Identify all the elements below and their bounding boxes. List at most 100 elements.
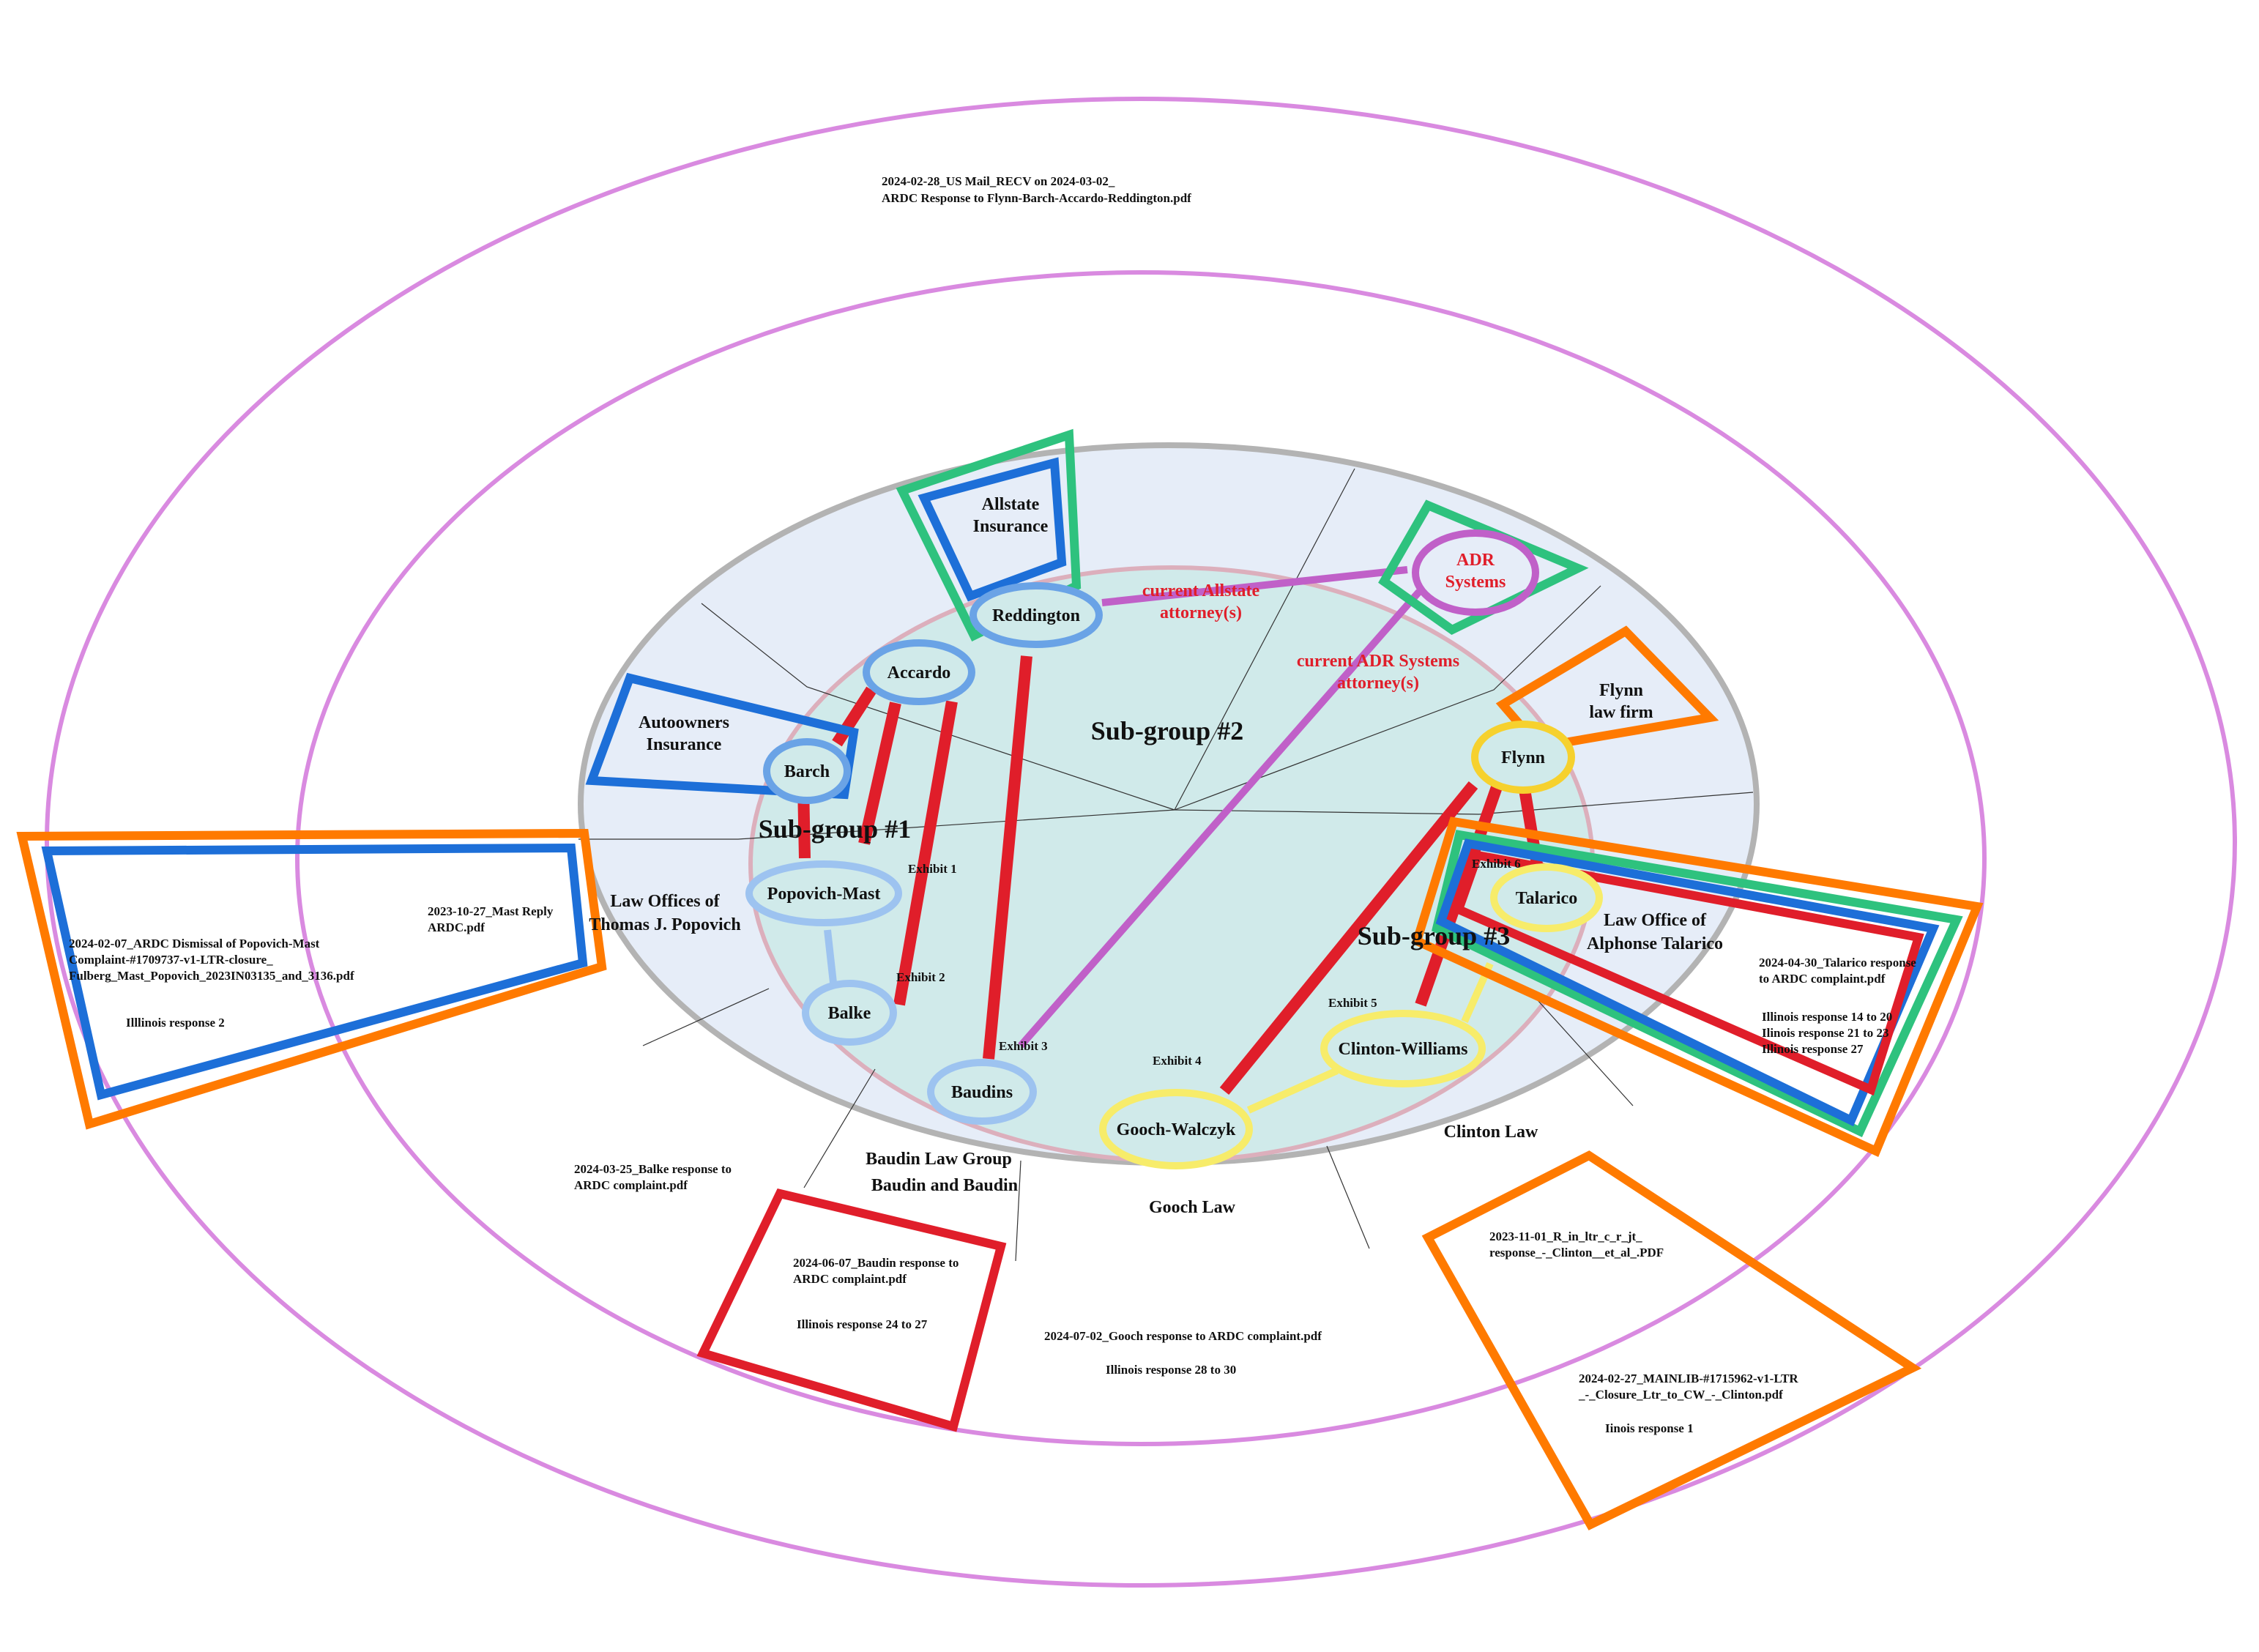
doc-baudin-response[interactable]: 2024-06-07_Baudin response to ARDC compl… (793, 1256, 959, 1331)
doc-line: 2024-06-07_Baudin response to (793, 1256, 959, 1270)
exhibit-5-label: Exhibit 5 (1328, 996, 1377, 1010)
node-reddington[interactable]: Reddington (970, 582, 1103, 648)
popovich-firm-label-line1: Law Offices of (610, 892, 720, 911)
clinton-doc-box (1421, 1150, 1922, 1530)
baudin-doc-box (696, 1188, 1007, 1432)
doc-note: Illinois response 27 (1762, 1042, 1864, 1056)
spoke (803, 1068, 876, 1188)
doc-line: ARDC Response to Flynn-Barch-Accardo-Red… (882, 191, 1191, 205)
doc-clinton-response[interactable]: 2023-11-01_R_in_ltr_c_r_jt_ response_-_C… (1489, 1229, 1664, 1260)
doc-balke-response[interactable]: 2024-03-25_Balke response to ARDC compla… (574, 1162, 732, 1192)
exhibit-4-label: Exhibit 4 (1153, 1054, 1202, 1068)
exhibit-2-label: Exhibit 2 (896, 970, 945, 984)
subgroup-2-label: Sub-group #2 (1091, 716, 1243, 745)
outer-ring-1 (45, 97, 2237, 1588)
outer-ring-2 (295, 270, 1987, 1446)
node-clinton-williams[interactable]: Clinton-Williams (1320, 1010, 1486, 1087)
talarico-firm-label-line1: Law Office of (1604, 911, 1707, 930)
spoke (1174, 585, 1601, 811)
doc-ardc-response[interactable]: 2024-02-28_US Mail_RECV on 2024-03-02_ A… (882, 174, 1191, 205)
spoke (578, 809, 1175, 840)
talarico-box-blue (1435, 838, 1940, 1127)
doc-line: 2024-03-25_Balke response to (574, 1162, 732, 1176)
talarico-firm-label-line2: Alphonse Talarico (1587, 934, 1723, 953)
doc-line: 2024-07-02_Gooch response to ARDC compla… (1044, 1329, 1322, 1343)
doc-note: Iinois response 1 (1605, 1421, 1694, 1435)
node-label: Barch (784, 762, 830, 781)
doc-line: 2024-02-27_MAINLIB-#1715962-v1-LTR (1579, 1372, 1798, 1385)
node-adr-systems[interactable]: ADR Systems (1412, 529, 1539, 616)
autoowners-label-line1: Autoowners (639, 713, 729, 732)
node-barch[interactable]: Barch (763, 738, 851, 804)
purple-links (1018, 566, 1422, 1049)
popovich-doc-box-orange (16, 828, 607, 1130)
doc-note: Illinois response 14 to 20 (1762, 1010, 1892, 1024)
doc-line: 2024-02-28_US Mail_RECV on 2024-03-02_ (882, 174, 1115, 188)
baudin-firm-label-line1: Baudin Law Group (866, 1150, 1012, 1169)
adr-attorney-line2: attorney(s) (1337, 674, 1419, 693)
node-gooch-walczyk[interactable]: Gooch-Walczyk (1099, 1089, 1253, 1169)
node-label: Gooch-Walczyk (1117, 1120, 1236, 1139)
spoke (1530, 991, 1634, 1106)
node-label: Baudins (951, 1083, 1013, 1102)
doc-note: Illinois response 24 to 27 (797, 1317, 928, 1331)
flynn-firm-label-line2: law firm (1589, 703, 1653, 722)
autoowners-label-line2: Insurance (647, 735, 722, 754)
doc-ardc-dismissal[interactable]: 2024-02-07_ARDC Dismissal of Popovich-Ma… (69, 937, 354, 1030)
node-balke[interactable]: Balke (802, 980, 897, 1046)
people-nodes: Reddington Accardo Barch Popovich-Mast B… (745, 529, 1603, 1169)
doc-line: response_-_Clinton__et_al_.PDF (1489, 1246, 1664, 1260)
node-talarico[interactable]: Talarico (1490, 863, 1603, 932)
link-adr-baudins (1018, 589, 1422, 1049)
talarico-box-green (1432, 830, 1963, 1138)
doc-gooch-response[interactable]: 2024-07-02_Gooch response to ARDC compla… (1044, 1329, 1322, 1377)
spoke (642, 988, 770, 1046)
baudin-firm-label-line2: Baudin and Baudin (871, 1176, 1018, 1195)
node-accardo[interactable]: Accardo (863, 639, 975, 705)
doc-line: 2024-04-30_Talarico response (1759, 956, 1916, 970)
node-label: Flynn (1501, 748, 1545, 767)
link-flynn-gooch (1219, 781, 1478, 1095)
clinton-firm-label: Clinton Law (1444, 1123, 1538, 1142)
doc-line: 2024-02-07_ARDC Dismissal of Popovich-Ma… (69, 937, 320, 950)
node-label: Clinton-Williams (1339, 1040, 1468, 1059)
spoke (1326, 1145, 1370, 1249)
link-reddington-baudins (983, 655, 1032, 1060)
node-popovich-mast[interactable]: Popovich-Mast (745, 860, 902, 926)
doc-line: Fulberg_Mast_Popovich_2023IN03135_and_31… (69, 969, 354, 983)
node-baudins[interactable]: Baudins (927, 1059, 1037, 1125)
allstate-attorney-line2: attorney(s) (1160, 603, 1242, 622)
doc-line: ARDC.pdf (428, 920, 485, 934)
spoke (1174, 468, 1355, 811)
talarico-box-red (1453, 850, 1924, 1096)
doc-note: Illinois response 28 to 30 (1106, 1363, 1236, 1377)
allstate-attorney-line1: current Allstate (1142, 581, 1260, 600)
spoke (701, 603, 1175, 811)
doc-clinton-closure[interactable]: 2024-02-27_MAINLIB-#1715962-v1-LTR _-_Cl… (1578, 1372, 1798, 1435)
doc-note: Illlinois response 2 (126, 1016, 225, 1030)
adr-box (1378, 499, 1589, 635)
subgroup-3-label: Sub-group #3 (1358, 921, 1510, 950)
doc-line: 2023-11-01_R_in_ltr_c_r_jt_ (1489, 1229, 1642, 1243)
autoowners-box (585, 672, 859, 800)
link-accardo-balke (893, 700, 958, 1006)
spoke (1015, 1160, 1021, 1262)
doc-line: ARDC complaint.pdf (793, 1272, 907, 1286)
doc-talarico-response[interactable]: 2024-04-30_Talarico response to ARDC com… (1759, 956, 1916, 1056)
link-reddington-adr (1101, 566, 1408, 606)
talarico-box-orange (1411, 816, 1984, 1158)
popovich-firm-label-line2: Thomas J. Popovich (589, 915, 740, 934)
adr-label-line2: Systems (1445, 573, 1506, 592)
spoke (1174, 792, 1754, 815)
node-label: Accardo (887, 663, 951, 682)
doc-mast-reply[interactable]: 2023-10-27_Mast Reply ARDC.pdf (428, 904, 554, 934)
flynn-firm-label-line1: Flynn (1599, 681, 1643, 700)
node-label: Reddington (992, 606, 1080, 625)
subgroup-1-label: Sub-group #1 (759, 814, 911, 844)
doc-line: 2023-10-27_Mast Reply (428, 904, 554, 918)
node-flynn[interactable]: Flynn (1471, 721, 1575, 794)
doc-line: ARDC complaint.pdf (574, 1178, 688, 1192)
node-label: Balke (828, 1004, 871, 1023)
doc-line: Complaint-#1709737-v1-LTR-closure_ (69, 953, 273, 967)
